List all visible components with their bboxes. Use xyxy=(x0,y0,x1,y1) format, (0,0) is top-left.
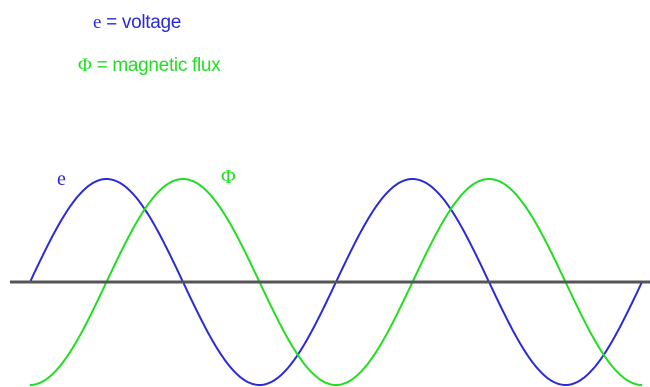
flux-symbol: Φ xyxy=(78,55,92,76)
flux-text: magnetic flux xyxy=(112,55,221,76)
voltage-text: voltage xyxy=(121,12,182,33)
voltage-curve-label: e xyxy=(57,168,66,190)
voltage-symbol: e xyxy=(93,12,102,33)
legend-flux: Φ = magnetic flux xyxy=(78,55,221,77)
legend-voltage: e = voltage xyxy=(93,12,181,34)
flux-equals: = xyxy=(91,55,113,76)
voltage-equals: = xyxy=(101,12,122,33)
flux-curve xyxy=(29,178,643,387)
flux-curve-label: Φ xyxy=(221,166,236,188)
